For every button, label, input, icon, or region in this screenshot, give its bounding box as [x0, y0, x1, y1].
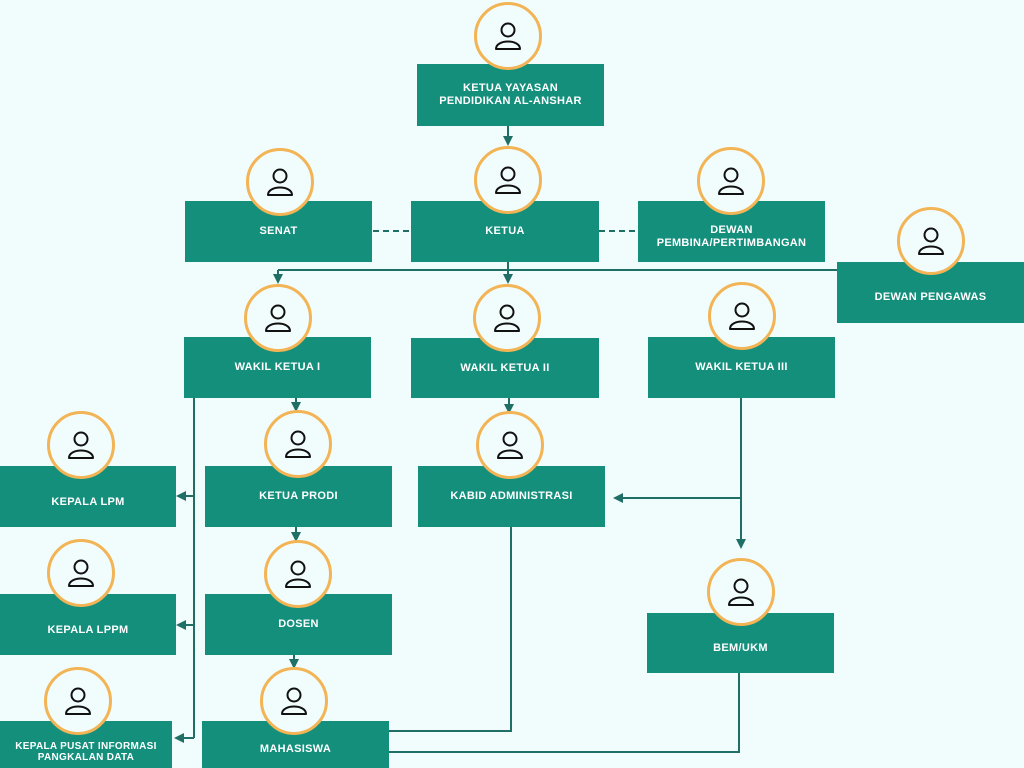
avatar-wakil-ketua-2	[473, 284, 541, 352]
node-label: KEPALA PUSAT INFORMASI PANGKALAN DATA	[15, 740, 157, 763]
person-icon	[68, 559, 94, 587]
connector-kabid-mahasiswa	[389, 527, 512, 732]
node-label: DEWAN PENGAWAS	[874, 291, 987, 303]
person-icon	[267, 168, 293, 196]
person-icon	[285, 430, 311, 458]
node-label: SENAT	[259, 225, 298, 237]
person-icon	[281, 687, 307, 715]
node-label: WAKIL KETUA II	[460, 361, 550, 374]
node-label: DOSEN	[278, 618, 319, 630]
node-ketua-yayasan: KETUA YAYASAN PENDIDIKAN AL-ANSHAR	[417, 64, 604, 126]
avatar-bem-ukm	[707, 558, 775, 626]
avatar-ketua-yayasan	[474, 2, 542, 70]
person-icon	[495, 22, 521, 50]
avatar-kepala-pusat-informasi	[44, 667, 112, 735]
avatar-dewan-pembina	[697, 147, 765, 215]
node-label: WAKIL KETUA I	[234, 361, 321, 373]
node-label: KETUA PRODI	[259, 490, 338, 502]
node-label: DEWAN PEMBINA/PERTIMBANGAN	[656, 223, 807, 249]
node-label: KEPALA LPPM	[47, 624, 129, 636]
node-label: KABID ADMINISTRASI	[450, 490, 573, 502]
node-label: MAHASISWA	[259, 743, 332, 755]
person-icon	[265, 304, 291, 332]
avatar-senat	[246, 148, 314, 216]
person-icon	[494, 304, 520, 332]
connector-bem-mahasiswa	[389, 673, 740, 753]
node-wakil-ketua-3: WAKIL KETUA III	[648, 337, 835, 398]
node-label: WAKIL KETUA III	[695, 361, 788, 373]
avatar-kabid-administrasi	[476, 411, 544, 479]
person-icon	[285, 560, 311, 588]
avatar-kepala-lppm	[47, 539, 115, 607]
avatar-ketua	[474, 146, 542, 214]
avatar-dewan-pengawas	[897, 207, 965, 275]
person-icon	[718, 167, 744, 195]
person-icon	[729, 302, 755, 330]
avatar-dosen	[264, 540, 332, 608]
node-label: KETUA YAYASAN PENDIDIKAN AL-ANSHAR	[439, 82, 582, 107]
avatar-wakil-ketua-1	[244, 284, 312, 352]
avatar-kepala-lpm	[47, 411, 115, 479]
node-label: KETUA	[485, 225, 525, 237]
person-icon	[918, 227, 944, 255]
node-label: KEPALA LPM	[51, 496, 125, 508]
person-icon	[68, 431, 94, 459]
avatar-ketua-prodi	[264, 410, 332, 478]
avatar-wakil-ketua-3	[708, 282, 776, 350]
person-icon	[65, 687, 91, 715]
person-icon	[497, 431, 523, 459]
person-icon	[495, 166, 521, 194]
avatar-mahasiswa	[260, 667, 328, 735]
node-label: BEM/UKM	[713, 641, 768, 654]
person-icon	[728, 578, 754, 606]
